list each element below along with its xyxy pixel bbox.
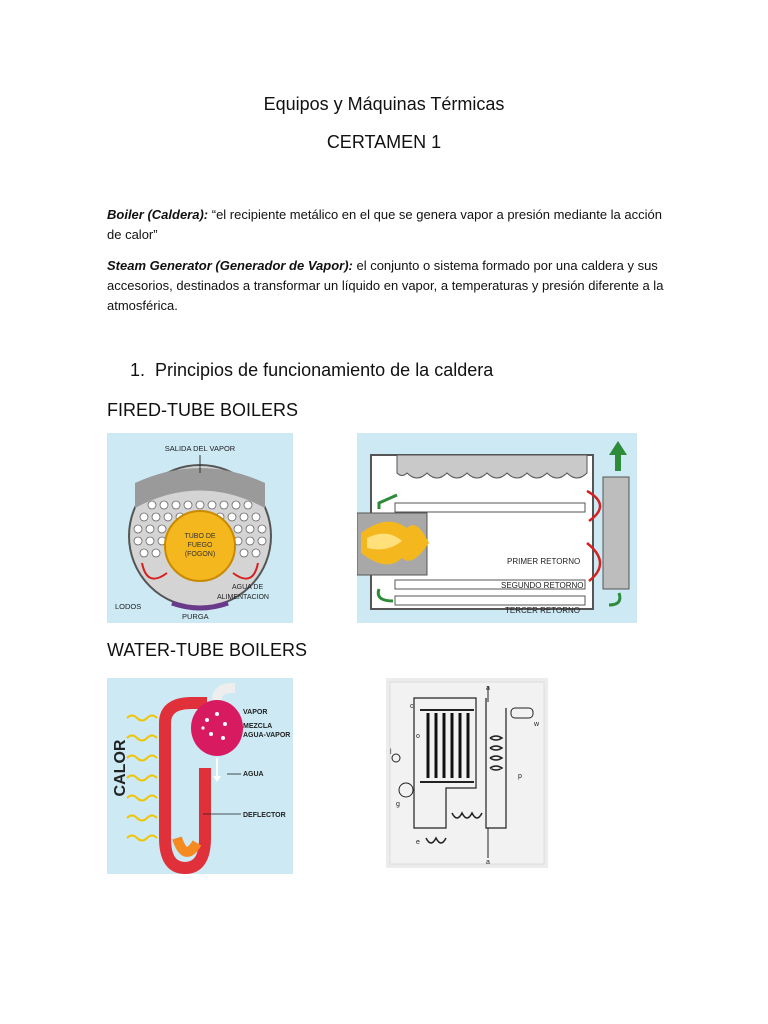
definition-steam-generator: Steam Generator (Generador de Vapor): el…: [107, 256, 667, 316]
definition-text: “el recipiente metálico en el que se gen…: [107, 207, 662, 242]
third-return-label: TERCER RETORNO: [505, 606, 580, 615]
label-p: p: [518, 773, 522, 780]
fire-tube-label-1: TUBO DE: [184, 533, 215, 540]
label-o: o: [416, 733, 420, 740]
fire-tube-label-2: FUEGO: [188, 542, 213, 549]
fired-tube-heading: FIRED-TUBE BOILERS: [107, 400, 299, 420]
label-e: e: [416, 839, 420, 846]
definition-text: el conjunto o sistema formado por una ca…: [107, 258, 664, 313]
section-number: 1.: [130, 360, 146, 380]
deflector-label: DEFLECTOR: [243, 812, 286, 819]
heat-label: CALOR: [112, 739, 129, 796]
first-return-label: PRIMER RETORNO: [507, 557, 580, 566]
water-tube-circulation-figure: CALOR VAPOR MEZCLA AGUA-VAPOR AGUA DEFLE…: [107, 678, 293, 874]
label-a-bottom: a: [486, 859, 490, 866]
label-c: c: [410, 703, 414, 710]
label-g: g: [396, 801, 400, 808]
definition-term: Steam Generator (Generador de Vapor):: [107, 258, 353, 273]
feed-water-label-2: ALIMENTACION: [217, 594, 269, 601]
fired-tube-cross-section-figure: TUBO DE FUEGO (FOGON) SALIDA DEL VAPOR A…: [107, 433, 293, 623]
mix-label-1: MEZCLA: [243, 723, 272, 730]
fire-tube-label-3: (FOGON): [185, 551, 215, 558]
purge-label: PURGA: [182, 612, 209, 621]
mix-label-2: AGUA-VAPOR: [243, 732, 290, 739]
fired-tube-returns-figure: PRIMER RETORNO SEGUNDO RETORNO TERCER RE…: [357, 433, 637, 623]
definition-boiler: Boiler (Caldera): “el recipiente metálic…: [107, 205, 667, 245]
sludge-label: LODOS: [115, 602, 141, 611]
label-l: l: [390, 749, 392, 756]
water-label: AGUA: [243, 771, 264, 778]
label-w: w: [533, 721, 540, 728]
document-subtitle: CERTAMEN 1: [326, 132, 442, 152]
section-title: Principios de funcionamiento de la calde…: [155, 360, 494, 380]
steam-label: VAPOR: [243, 709, 267, 716]
feed-water-label-1: AGUA DE: [232, 584, 263, 591]
section-heading: 1. Principios de funcionamiento de la ca…: [130, 360, 493, 381]
label-a-top: a: [486, 685, 490, 692]
water-tube-schematic-figure: a c e l g o w p a: [386, 678, 548, 868]
water-tube-heading: WATER-TUBE BOILERS: [107, 640, 308, 660]
steam-out-label: SALIDA DEL VAPOR: [165, 444, 236, 453]
document-title: Equipos y Máquinas Térmicas: [263, 94, 505, 114]
definition-term: Boiler (Caldera):: [107, 207, 209, 222]
second-return-label: SEGUNDO RETORNO: [501, 581, 584, 590]
